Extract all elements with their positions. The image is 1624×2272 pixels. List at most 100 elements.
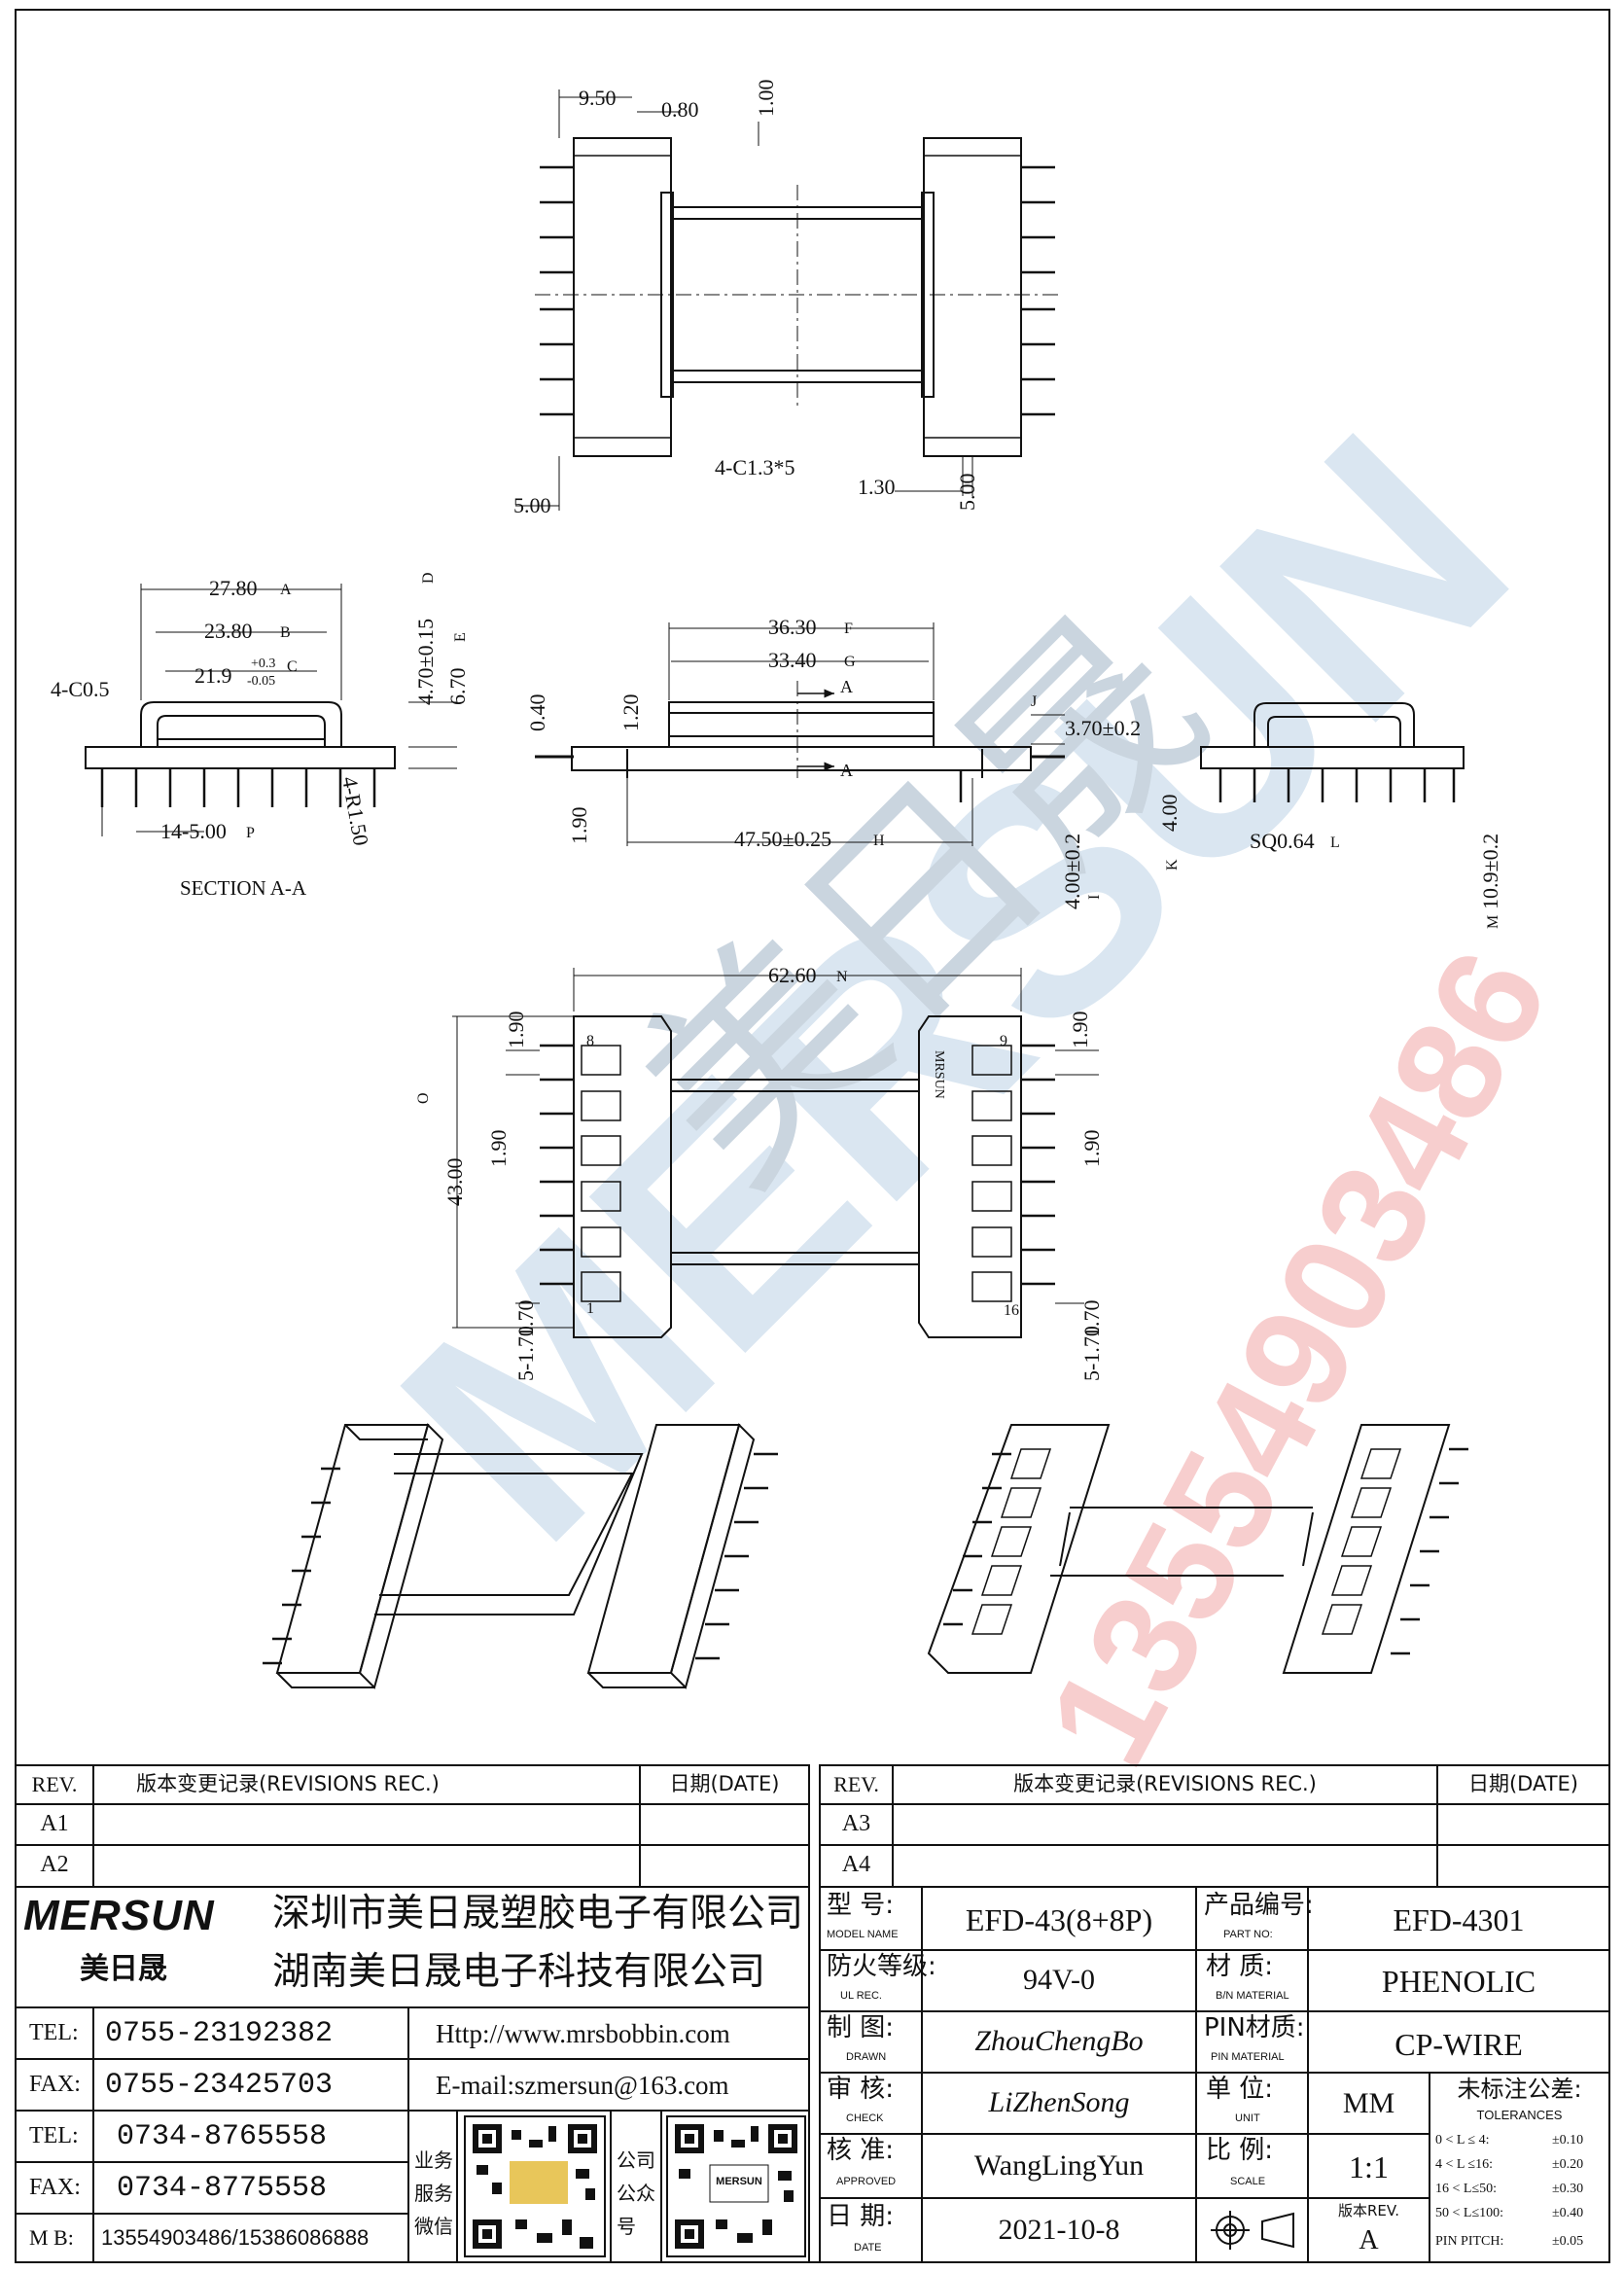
tel-label-1: TEL:	[29, 2020, 79, 2045]
email-link[interactable]: E-mail:szmersun@163.com	[436, 2071, 729, 2100]
side-view	[535, 622, 1065, 846]
dim-5-1-70-r: 5-1.70	[1079, 1326, 1104, 1381]
unit-label-en: UNIT	[1235, 2112, 1260, 2124]
company-logo: MERSUN	[23, 1892, 215, 1939]
bottom-dims: 62.60 N 43.00 O 1.90 1.90 1.90 1.90 1.70…	[415, 963, 1104, 1381]
website-link[interactable]: Http://www.mrsbobbin.com	[436, 2019, 730, 2048]
model-label-en: MODEL NAME	[827, 1929, 899, 1940]
check-label-en: CHECK	[846, 2112, 884, 2124]
version-label: 版本REV.	[1338, 2202, 1399, 2219]
marker-l: L	[1330, 834, 1340, 851]
dim-33-40: 33.40	[768, 648, 817, 672]
qr-code-wechat	[464, 2115, 606, 2257]
section-caption: SECTION A-A	[180, 876, 307, 900]
part-no-label-en: PART NO:	[1223, 1929, 1273, 1940]
projection-symbol	[1211, 2211, 1294, 2250]
marker-h: H	[873, 833, 885, 849]
marker-b: B	[280, 624, 291, 641]
rev-row-a2: A2	[40, 1852, 69, 1877]
tolerance-value-2: ±0.20	[1552, 2157, 1584, 2172]
dim-5-1-70-l: 5-1.70	[513, 1326, 538, 1381]
check-label: 审 核:	[827, 2075, 895, 2104]
tolerance-range-2: 4 < L ≤16:	[1435, 2157, 1494, 2172]
dim-1-90-tr: 1.90	[1068, 1012, 1092, 1049]
dim-0-40: 0.40	[525, 694, 549, 732]
dim-1-90-ml: 1.90	[486, 1130, 511, 1168]
tolerance-value-3: ±0.30	[1552, 2182, 1584, 2196]
tel-label-2: TEL:	[29, 2123, 79, 2148]
marker-i: I	[1086, 895, 1103, 900]
unit-value: MM	[1342, 2087, 1395, 2119]
section-a-a	[85, 584, 457, 836]
pin-number-9: 9	[1000, 1033, 1007, 1049]
approved-value: WangLingYun	[973, 2149, 1145, 2182]
marker-n: N	[836, 969, 848, 985]
fax-label-2: FAX:	[29, 2175, 81, 2200]
marker-o: O	[415, 1092, 432, 1104]
dim-4-c1-3x5: 4-C1.3*5	[715, 455, 795, 479]
date-label: 日 期:	[827, 2202, 895, 2231]
dim-62-60: 62.60	[768, 963, 817, 987]
dim-1-70-r: 1.70	[1079, 1300, 1104, 1338]
rev-header-right: REV.	[833, 1772, 879, 1796]
dim-5-00-v: 5.00	[955, 474, 979, 512]
date-header-right: 日期(DATE)	[1467, 1772, 1579, 1795]
isometric-right	[927, 1424, 1468, 1674]
ul-label: 防火等级:	[827, 1952, 936, 1981]
scale-value: 1:1	[1349, 2149, 1389, 2184]
pin-material-label-en: PIN MATERIAL	[1211, 2051, 1285, 2063]
dim-4-00-end: 4.00	[1157, 795, 1182, 833]
dim-21-9: 21.9	[194, 663, 232, 688]
marker-m: M	[1485, 915, 1501, 929]
pin-number-8: 8	[586, 1033, 594, 1049]
bobbin-logo-small: MRSUN	[932, 1050, 946, 1099]
drawn-label-en: DRAWN	[846, 2051, 887, 2063]
tolerance-value-4: ±0.40	[1552, 2206, 1584, 2220]
fax-value-2: 0734-8775558	[117, 2172, 328, 2205]
sheet-border	[15, 9, 1610, 2263]
material-label-en: B/N MATERIAL	[1216, 1990, 1289, 2002]
company-name-shenzhen: 深圳市美日晟塑胶电子有限公司	[272, 1892, 804, 1935]
marker-c: C	[287, 658, 298, 675]
company-name-hunan: 湖南美日晟电子科技有限公司	[272, 1950, 766, 1994]
pin-material-label: PIN材质:	[1204, 2013, 1305, 2042]
marker-e: E	[452, 632, 469, 642]
ul-label-en: UL REC.	[840, 1990, 882, 2002]
dim-1-70-l: 1.70	[513, 1300, 538, 1338]
material-label: 材 质:	[1206, 1952, 1274, 1981]
approved-label: 核 准:	[827, 2136, 895, 2165]
tolerance-value-1: ±0.10	[1552, 2133, 1584, 2148]
bottom-view	[452, 968, 1099, 1338]
marker-p: P	[246, 825, 255, 841]
marker-j: J	[1031, 693, 1037, 710]
chamfer-4-c0-5: 4-C0.5	[51, 677, 110, 701]
tolerance-range-5: PIN PITCH:	[1435, 2234, 1504, 2249]
pin-material-value: CP-WIRE	[1395, 2027, 1523, 2062]
arrow-a-top: A	[840, 677, 853, 696]
unit-label: 单 位:	[1206, 2075, 1274, 2104]
company-logo-cn: 美日晟	[80, 1952, 167, 1986]
check-value: LiZhenSong	[988, 2086, 1130, 2118]
tolerance-value-5: ±0.05	[1552, 2234, 1584, 2249]
rec-header-left: 版本变更记录(REVISIONS REC.)	[136, 1772, 440, 1795]
dim-1-90: 1.90	[567, 807, 591, 845]
tel-value-1: 0755-23192382	[105, 2017, 334, 2050]
end-view	[1200, 702, 1465, 802]
end-dims: 4.00 K SQ0.64 L 10.9±0.2 M	[1157, 795, 1502, 930]
dim-1-90-mr: 1.90	[1079, 1130, 1104, 1168]
fax-label-1: FAX:	[29, 2072, 81, 2097]
ul-value: 94V-0	[1023, 1964, 1095, 1996]
dim-21-9-tol-dn: -0.05	[247, 674, 275, 689]
marker-k: K	[1164, 859, 1181, 870]
material-value: PHENOLIC	[1381, 1964, 1536, 1999]
marker-a: A	[280, 582, 292, 598]
tolerance-label: 未标注公差:	[1457, 2076, 1582, 2103]
dim-27-80: 27.80	[209, 576, 258, 600]
dim-36-30: 36.30	[768, 615, 817, 639]
tel-value-2: 0734-8765558	[117, 2120, 328, 2153]
qr-official-logo: MERSUN	[716, 2176, 762, 2187]
mobile-value: 13554903486/15386086888	[101, 2225, 370, 2250]
